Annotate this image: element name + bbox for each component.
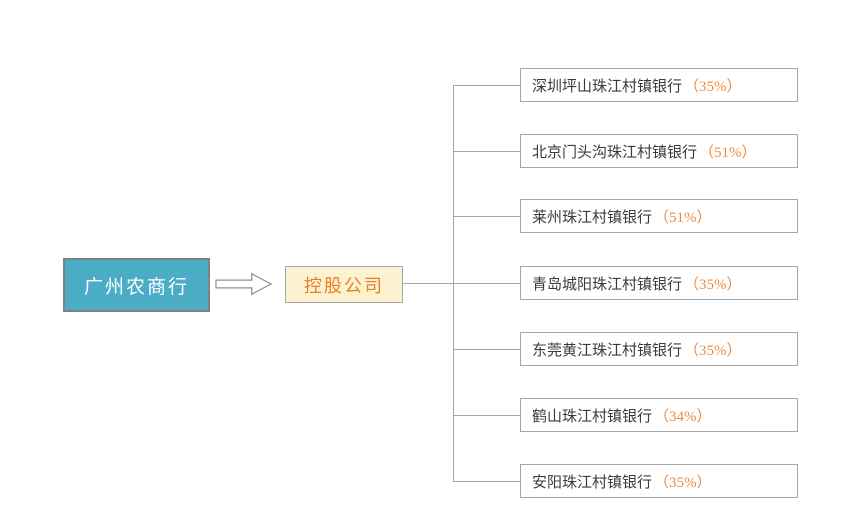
connector-branch-2 [453, 151, 520, 152]
connector-branch-5 [453, 349, 520, 350]
arrow-right-icon [215, 272, 273, 296]
connector-holding-to-trunk [403, 283, 453, 284]
connector-branch-6 [453, 415, 520, 416]
subsidiary-stake: （51%） [654, 209, 712, 226]
root-node-label: 广州农商行 [83, 276, 189, 298]
subsidiary-stake: （35%） [684, 78, 742, 95]
subsidiary-stake: （35%） [654, 474, 712, 491]
subsidiary-name: 安阳珠江村镇银行 [532, 474, 653, 491]
holding-node-label: 控股公司 [304, 275, 384, 296]
subsidiary-name: 鹤山珠江村镇银行 [532, 408, 653, 425]
connector-branch-1 [453, 85, 520, 86]
root-node: 广州农商行 [63, 258, 210, 312]
connector-branch-4 [453, 283, 520, 284]
holding-node: 控股公司 [285, 266, 403, 303]
subsidiary-node: 莱州珠江村镇银行 （51%） [520, 199, 798, 233]
subsidiary-node: 北京门头沟珠江村镇银行 （51%） [520, 134, 798, 168]
subsidiary-node: 鹤山珠江村镇银行 （34%） [520, 398, 798, 432]
subsidiary-node: 东莞黄江珠江村镇银行 （35%） [520, 332, 798, 366]
subsidiary-name: 青岛城阳珠江村镇银行 [532, 276, 683, 293]
subsidiary-name: 莱州珠江村镇银行 [532, 209, 653, 226]
subsidiary-node: 安阳珠江村镇银行 （35%） [520, 464, 798, 498]
subsidiary-stake: （51%） [699, 144, 757, 161]
subsidiary-stake: （35%） [684, 276, 742, 293]
subsidiary-name: 深圳坪山珠江村镇银行 [532, 78, 683, 95]
connector-branch-7 [453, 481, 520, 482]
subsidiary-stake: （35%） [684, 342, 742, 359]
connector-branch-3 [453, 216, 520, 217]
subsidiary-stake: （34%） [654, 408, 712, 425]
subsidiary-node: 青岛城阳珠江村镇银行 （35%） [520, 266, 798, 300]
subsidiary-name: 东莞黄江珠江村镇银行 [532, 342, 683, 359]
subsidiary-name: 北京门头沟珠江村镇银行 [532, 144, 698, 161]
subsidiary-node: 深圳坪山珠江村镇银行 （35%） [520, 68, 798, 102]
